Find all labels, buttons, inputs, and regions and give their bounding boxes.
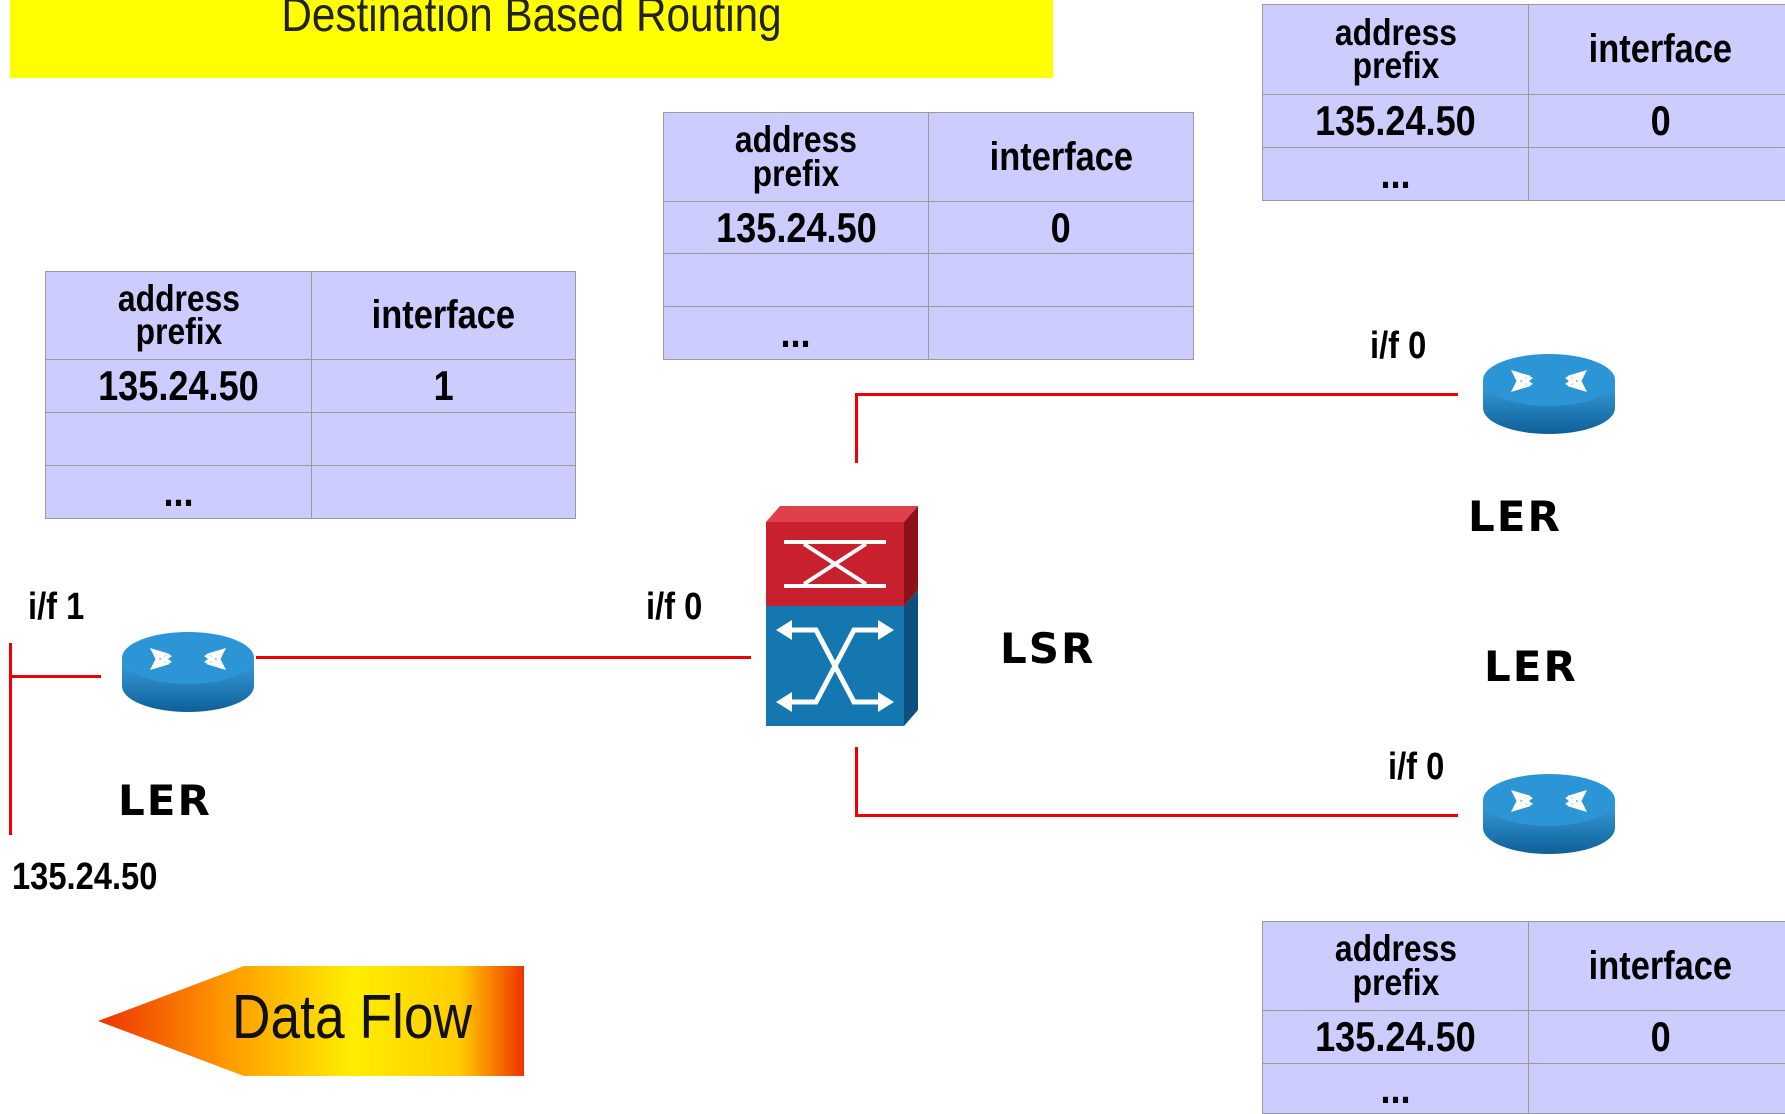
lsr-switch-icon (766, 506, 918, 726)
title-banner: Destination Based Routing (10, 0, 1053, 78)
node-label-lsr: LSR (1000, 624, 1096, 673)
link-lsr-up-vertical (855, 393, 858, 463)
link-lsr-to-top-ler (855, 393, 1458, 396)
interface-label-left-ler: i/f 1 (28, 586, 85, 628)
node-label-left-ler: LER (118, 776, 212, 825)
table-cell: 0 (1650, 1013, 1671, 1060)
interface-label-top-right: i/f 0 (1370, 325, 1427, 367)
table-header-prefix-line2: prefix (1352, 45, 1439, 87)
network-address-label: 135.24.50 (12, 856, 158, 898)
data-flow-arrow (98, 966, 524, 1076)
table-cell: 135.24.50 (1315, 1013, 1476, 1060)
network-segment-line (9, 643, 12, 835)
node-label-top-right-ler: LER (1468, 492, 1562, 541)
table-cell: ... (1380, 1064, 1411, 1112)
table-header-interface: interface (1588, 27, 1733, 71)
router-icon (1483, 774, 1615, 854)
table-header-prefix-line1: address (734, 119, 858, 161)
table-cell: 135.24.50 (98, 362, 259, 409)
diagram-title: Destination Based Routing (281, 0, 782, 42)
table-header-prefix-line1: address (1334, 928, 1457, 970)
table-cell: 0 (1050, 203, 1072, 251)
table-cell: ... (780, 309, 812, 356)
table-cell: 135.24.50 (715, 203, 877, 251)
table-header-prefix-line2: prefix (752, 152, 840, 194)
data-flow-label: Data Flow (232, 983, 473, 1052)
table-header-interface: interface (371, 293, 516, 337)
link-stub-left (11, 675, 101, 678)
link-lsr-to-bottom-ler (855, 814, 1458, 817)
interface-label-bottom-right: i/f 0 (1388, 746, 1445, 788)
table-header-interface: interface (1588, 943, 1733, 988)
table-cell: 0 (1650, 97, 1671, 144)
link-lsr-down-vertical (855, 747, 858, 816)
table-cell: 135.24.50 (1315, 97, 1476, 144)
table-header-prefix-line1: address (117, 277, 240, 319)
node-label-bottom-right-ler: LER (1484, 642, 1578, 691)
table-header-prefix-line2: prefix (135, 311, 222, 353)
link-ler-to-lsr (256, 656, 751, 659)
router-icon (122, 632, 254, 712)
router-icon (1483, 354, 1615, 434)
table-header-prefix-line1: address (1334, 11, 1457, 53)
table-cell: ... (1380, 150, 1411, 197)
table-cell: ... (163, 468, 194, 515)
table-header-prefix-line2: prefix (1352, 961, 1439, 1003)
table-cell: 1 (433, 362, 454, 409)
interface-label-lsr: i/f 0 (646, 586, 703, 628)
table-header-interface: interface (989, 134, 1133, 179)
